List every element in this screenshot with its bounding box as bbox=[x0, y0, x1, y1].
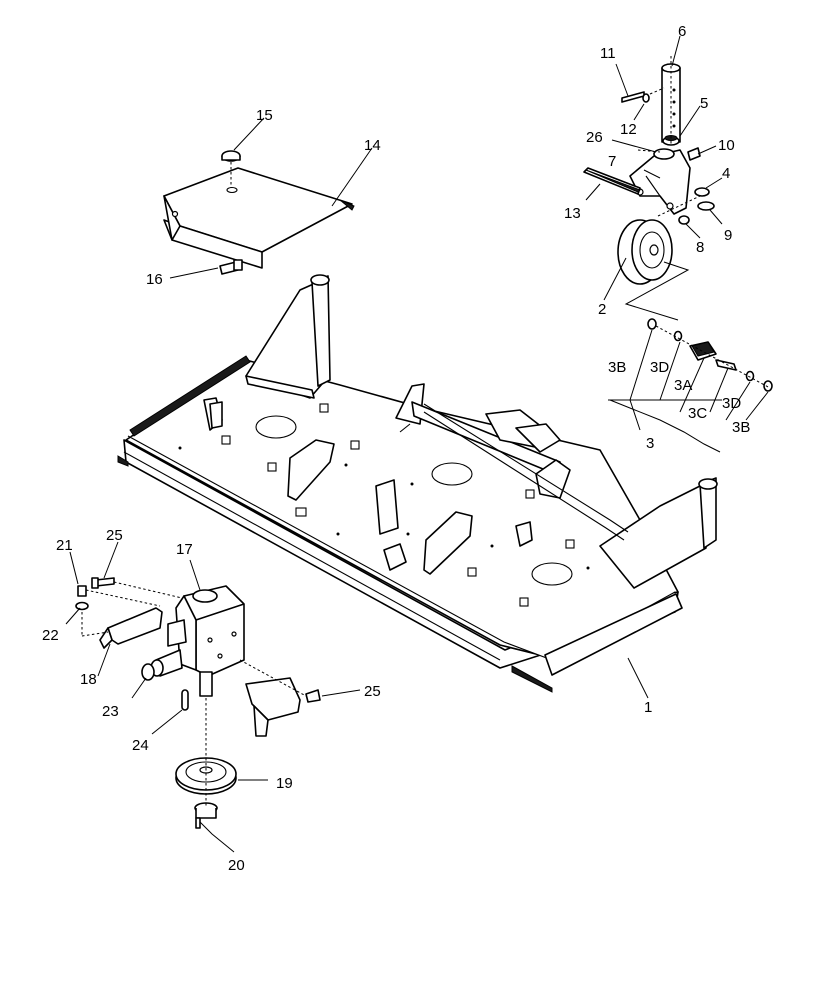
callout-6: 6 bbox=[678, 23, 686, 40]
bolt-21 bbox=[77, 585, 87, 597]
callout-1: 1 bbox=[644, 699, 652, 716]
callout-3d-bottom: 3D bbox=[722, 395, 741, 412]
spacer-nut-4 bbox=[694, 187, 710, 197]
gearbox-cover bbox=[163, 167, 355, 269]
callout-7: 7 bbox=[608, 153, 616, 170]
caster-wheel bbox=[617, 219, 673, 285]
callout-25-top: 25 bbox=[106, 527, 123, 544]
callout-26: 26 bbox=[586, 129, 603, 146]
washer-axis-2 bbox=[81, 631, 109, 637]
caster-axle-bolt bbox=[583, 167, 641, 195]
bushing-axis bbox=[637, 149, 661, 153]
callout-16: 16 bbox=[146, 271, 163, 288]
cover-bolt bbox=[219, 259, 243, 275]
oring-9 bbox=[697, 201, 715, 211]
callout-3c: 3C bbox=[688, 405, 707, 422]
callout-10: 10 bbox=[718, 137, 735, 154]
callout-3d-top: 3D bbox=[650, 359, 669, 376]
gearbox bbox=[150, 585, 245, 697]
callout-22: 22 bbox=[42, 627, 59, 644]
callout-11: 11 bbox=[600, 45, 616, 62]
gearbox-bracket-lower bbox=[245, 677, 301, 737]
gearbox-bracket-18 bbox=[99, 607, 163, 649]
callout-3: 3 bbox=[646, 435, 654, 452]
callout-25-right: 25 bbox=[364, 683, 381, 700]
washer-12 bbox=[642, 93, 650, 103]
bolt21-axis bbox=[85, 589, 161, 607]
leaders bbox=[65, 35, 769, 853]
callout-12: 12 bbox=[620, 121, 637, 138]
key-24 bbox=[181, 689, 189, 711]
callout-5: 5 bbox=[700, 95, 708, 112]
mower-deck bbox=[117, 274, 718, 693]
caster-yoke bbox=[629, 148, 691, 215]
callout-23: 23 bbox=[102, 703, 119, 720]
callout-labels: 1 2 3 3A 3B 3B 3C 3D 3D 4 5 6 7 8 9 10 1… bbox=[42, 23, 750, 874]
callout-4: 4 bbox=[722, 165, 730, 182]
callout-13: 13 bbox=[564, 205, 581, 222]
callout-21: 21 bbox=[56, 537, 73, 554]
callout-20: 20 bbox=[228, 857, 245, 874]
callout-8: 8 bbox=[696, 239, 704, 256]
callout-2: 2 bbox=[598, 301, 606, 318]
grease-fitting bbox=[687, 147, 701, 161]
axle-kit bbox=[647, 318, 773, 392]
bolt-25-top bbox=[91, 577, 115, 589]
oring-23 bbox=[141, 663, 155, 681]
callout-3a: 3A bbox=[674, 377, 692, 394]
callout-24: 24 bbox=[132, 737, 149, 754]
callout-14: 14 bbox=[364, 137, 381, 154]
callout-18: 18 bbox=[80, 671, 97, 688]
nut-8 bbox=[678, 215, 690, 225]
callout-9: 9 bbox=[724, 227, 732, 244]
plug-cap bbox=[221, 150, 241, 162]
callout-3b-top: 3B bbox=[608, 359, 626, 376]
washer-22 bbox=[75, 601, 89, 611]
callout-17: 17 bbox=[176, 541, 193, 558]
callout-3b-bottom: 3B bbox=[732, 419, 750, 436]
bolt25-axis bbox=[113, 581, 183, 599]
bolt-25-right bbox=[305, 689, 321, 703]
pin-11 bbox=[621, 91, 645, 103]
hub-20 bbox=[194, 802, 218, 829]
callout-19: 19 bbox=[276, 775, 293, 792]
callout-15: 15 bbox=[256, 107, 273, 124]
